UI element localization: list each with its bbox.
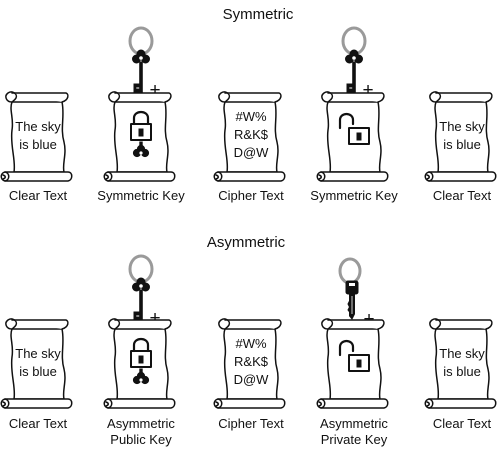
scroll-text-line: The sky: [15, 346, 61, 361]
caption-symmetric-key: Symmetric Key: [310, 188, 398, 203]
scroll-text-line: #W%: [235, 336, 267, 351]
scroll-unlocked: [316, 318, 389, 409]
scroll-locked: [103, 91, 176, 182]
caption-symmetric-key: Symmetric Key: [97, 188, 185, 203]
scroll-text-line: R&K$: [234, 354, 269, 369]
plus-sign: +: [149, 308, 160, 329]
caption-clear-text: Clear Text: [433, 416, 492, 431]
section-title-asymmetric: Asymmetric: [207, 234, 286, 251]
scroll-text-line: is blue: [443, 137, 481, 152]
scroll-text-line: The sky: [439, 119, 485, 134]
scroll-text-line: R&K$: [234, 127, 269, 142]
scroll-text-line: is blue: [443, 364, 481, 379]
scroll-text-line: The sky: [439, 346, 485, 361]
section-symmetric: Symmetric The sky is blue Clear Text + S…: [0, 6, 497, 203]
scroll-text-line: is blue: [19, 137, 57, 152]
scroll-clear-text: The sky is blue: [0, 91, 73, 182]
caption-asymmetric-private-key: Asymmetric: [320, 416, 388, 431]
caption-asymmetric-public-key: Public Key: [110, 432, 172, 447]
scroll-cipher-text: #W% R&K$ D@W: [213, 91, 286, 182]
scroll-text-line: The sky: [15, 119, 61, 134]
scroll-clear-text: The sky is blue: [424, 318, 497, 409]
caption-clear-text: Clear Text: [433, 188, 492, 203]
scroll-unlocked: [316, 91, 389, 182]
section-asymmetric: Asymmetric The sky is blue Clear Text + …: [0, 234, 497, 447]
caption-asymmetric-public-key: Asymmetric: [107, 416, 175, 431]
caption-clear-text: Clear Text: [9, 416, 68, 431]
caption-cipher-text: Cipher Text: [218, 416, 284, 431]
scroll-text-line: D@W: [234, 372, 270, 387]
scroll-text-line: #W%: [235, 109, 267, 124]
scroll-cipher-text: #W% R&K$ D@W: [213, 318, 286, 409]
scroll-clear-text: The sky is blue: [0, 318, 73, 409]
scroll-text-line: is blue: [19, 364, 57, 379]
scroll-locked: [103, 318, 176, 409]
caption-asymmetric-private-key: Private Key: [321, 432, 388, 447]
plus-sign: +: [149, 80, 160, 101]
scroll-text-line: D@W: [234, 145, 270, 160]
scroll-clear-text: The sky is blue: [424, 91, 497, 182]
caption-clear-text: Clear Text: [9, 188, 68, 203]
caption-cipher-text: Cipher Text: [218, 188, 284, 203]
plus-sign: +: [362, 80, 373, 101]
section-title-symmetric: Symmetric: [223, 6, 294, 23]
flat-key-icon: [338, 257, 362, 321]
